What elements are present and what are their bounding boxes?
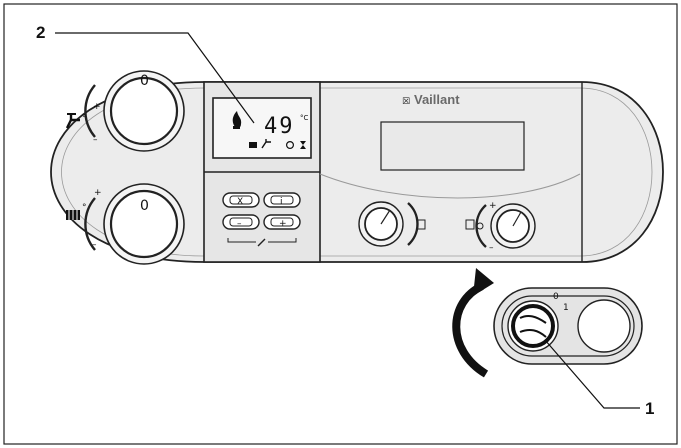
main-switch-knob[interactable] — [511, 304, 555, 348]
hot-water-knob-zero: 0 — [140, 73, 149, 89]
callout-1-leader — [544, 339, 640, 409]
lcd-radiator-icon — [249, 142, 257, 148]
callout-2-label: 2 — [36, 23, 45, 42]
hot-water-knob[interactable] — [109, 76, 179, 146]
service-wrench-icon — [257, 238, 266, 247]
heating-knob[interactable] — [109, 189, 179, 259]
lcd-unit: °C — [300, 114, 309, 122]
right-control-plus: + — [489, 201, 497, 211]
right-control-dot-icon — [476, 222, 484, 230]
heating-radiator-icon — [66, 210, 80, 220]
figure-frame — [3, 3, 678, 445]
lcd-hourglass-icon — [300, 141, 306, 149]
service-bracket — [227, 238, 297, 243]
hot-water-minus: – — [93, 135, 98, 145]
button-plus-label: + — [279, 219, 287, 229]
control-unit-window — [380, 121, 525, 171]
callout-2-leader — [55, 32, 255, 124]
brand-logo-mark: ☒ — [402, 97, 410, 107]
control-unit-section: Vaillant ☒ + – — [319, 82, 583, 262]
lcd-clock-icon — [286, 141, 295, 150]
heating-range-arc — [84, 197, 96, 251]
panel-inner-edge — [61, 87, 653, 257]
button-info[interactable]: i — [263, 192, 301, 208]
button-info-label: i — [280, 197, 283, 207]
button-minus-label: – — [237, 219, 242, 229]
lcd-display — [212, 97, 312, 159]
callout-1-label: 1 — [645, 399, 654, 418]
heating-minus: – — [92, 240, 97, 250]
display-section: 49 °C X i – + — [203, 81, 321, 263]
main-switch-on-mark: 1 — [563, 303, 569, 313]
button-minus[interactable]: – — [222, 214, 260, 230]
button-x[interactable]: X — [222, 192, 260, 208]
heating-degree: ° — [82, 203, 87, 213]
main-switch-assembly: 0 1 — [493, 287, 643, 365]
right-control-icon — [465, 219, 475, 230]
pressure-gauge-window — [577, 299, 631, 353]
button-plus[interactable]: + — [263, 214, 301, 230]
left-knob-section: 0 + – ° 0 + – ° — [65, 70, 185, 265]
burner-icon — [233, 126, 240, 129]
rotation-arrow-icon — [452, 268, 494, 378]
heating-plus: + — [94, 188, 102, 198]
hot-water-plus: + — [93, 102, 101, 112]
flame-icon — [232, 111, 242, 129]
housing-contour-curve — [319, 173, 581, 199]
hot-water-range-arc — [84, 84, 96, 138]
hot-water-degree: ° — [82, 114, 87, 124]
hot-water-tap-icon — [65, 113, 80, 129]
heating-knob-zero: 0 — [140, 198, 149, 214]
brand-name: Vaillant — [414, 92, 460, 107]
main-switch-off-mark: 0 — [553, 292, 559, 302]
button-x-label: X — [237, 197, 243, 207]
right-control-minus: – — [489, 243, 494, 253]
lcd-temperature: 49 — [264, 114, 295, 139]
left-control-icon — [416, 219, 426, 230]
lcd-tap-icon — [261, 139, 271, 149]
switch-housing-inner — [501, 295, 635, 357]
